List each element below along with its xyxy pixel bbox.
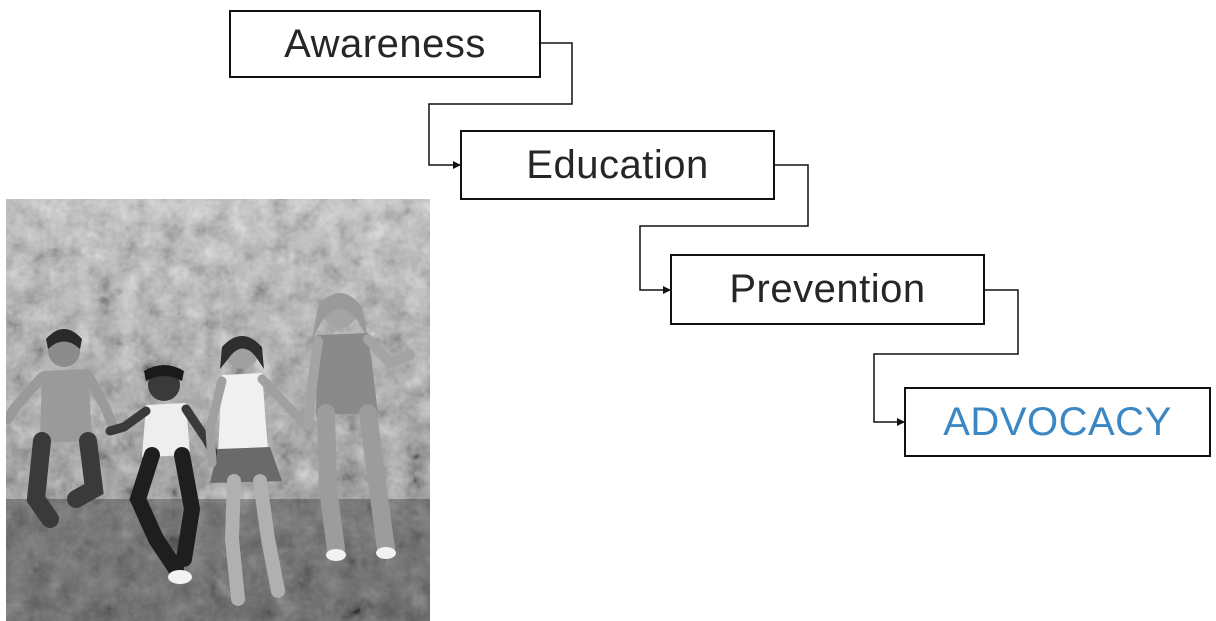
step-awareness-label: Awareness xyxy=(284,21,486,66)
connector-education-to-prevention xyxy=(639,164,809,294)
step-awareness-box: Awareness xyxy=(229,10,541,78)
girl-3-figure xyxy=(205,336,315,606)
step-education-label: Education xyxy=(526,142,709,187)
jumping-girls-photo xyxy=(3,199,430,621)
connector-prevention-to-advocacy xyxy=(873,289,1019,426)
girl-4-figure xyxy=(303,293,415,561)
step-prevention-box: Prevention xyxy=(670,254,985,325)
connector-awareness-to-education xyxy=(428,42,573,169)
step-advocacy-label: ADVOCACY xyxy=(943,399,1172,444)
photo-illustration xyxy=(3,199,430,621)
step-education-box: Education xyxy=(460,130,775,200)
girl-2-figure xyxy=(105,365,221,584)
step-advocacy-box: ADVOCACY xyxy=(904,387,1211,457)
girl-1-figure xyxy=(3,329,119,528)
step-prevention-label: Prevention xyxy=(729,267,926,311)
